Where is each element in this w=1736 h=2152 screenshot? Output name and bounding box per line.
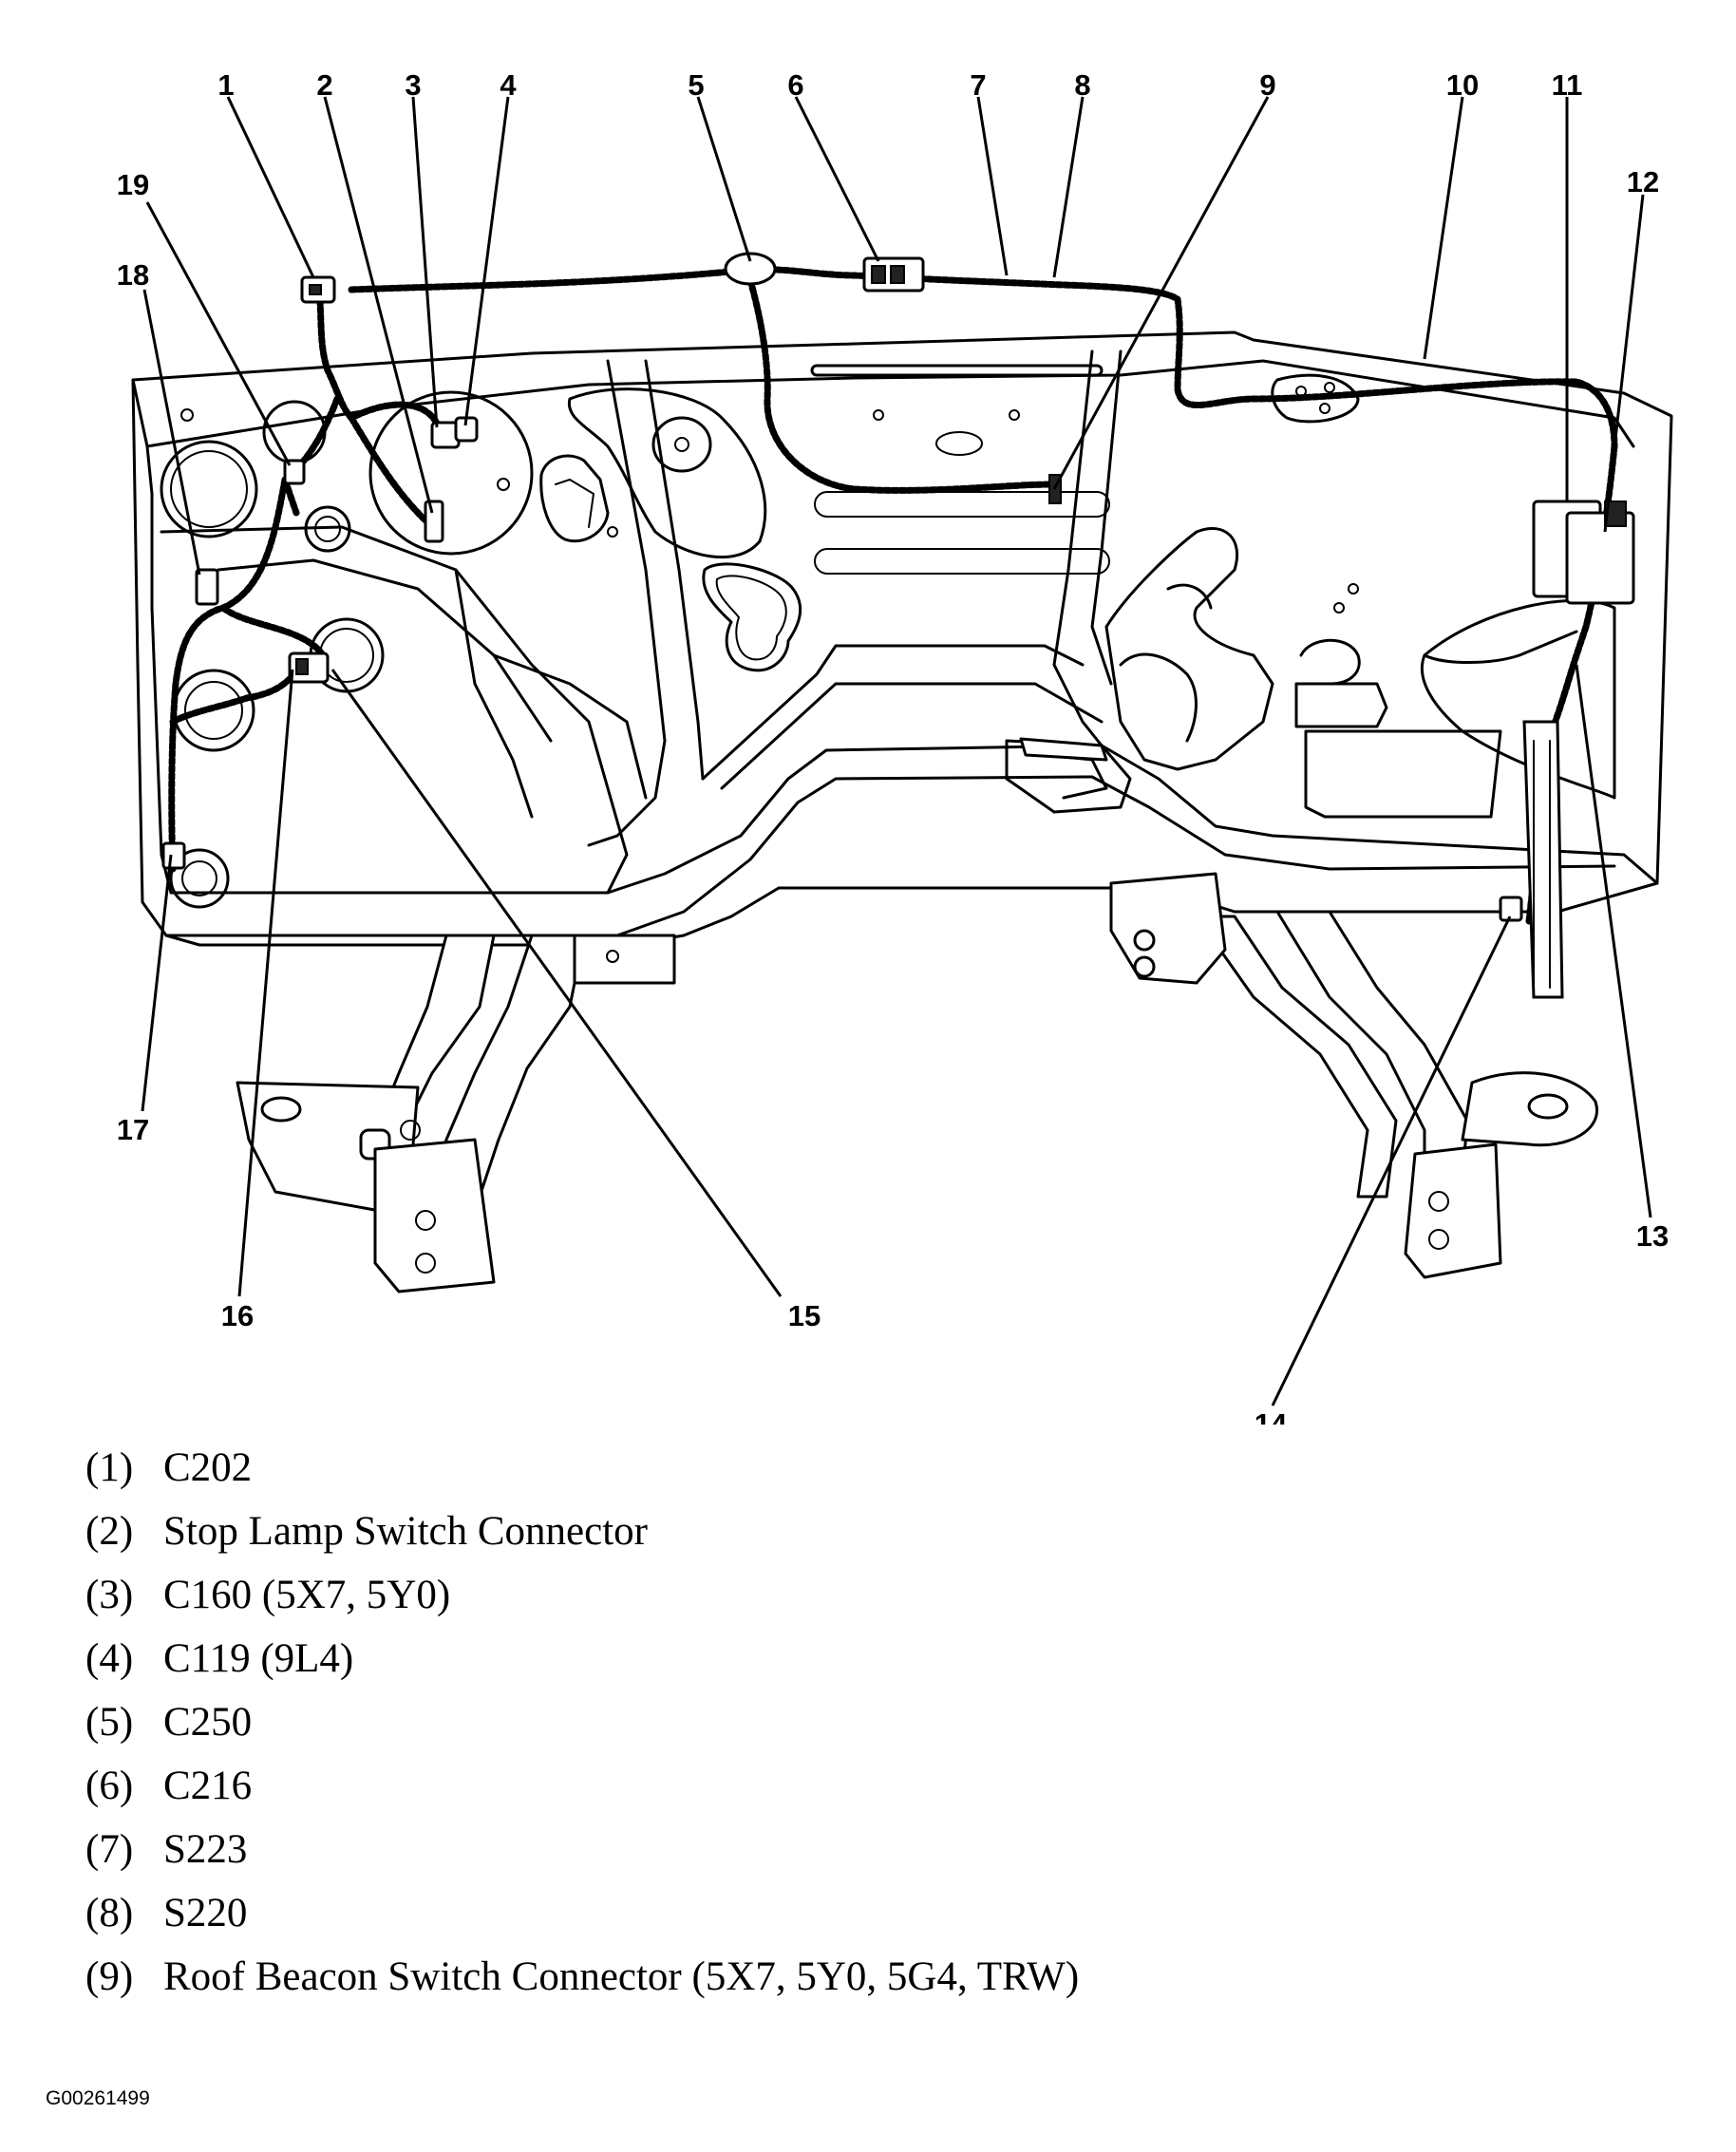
legend-text: C250 [163, 1700, 253, 1745]
legend-text: C216 [163, 1764, 253, 1808]
callout-4: 4 [500, 68, 517, 102]
callout-13: 13 [1636, 1219, 1669, 1253]
connector-c250 [724, 252, 777, 286]
legend-number: (3) [85, 1573, 134, 1617]
callout-15: 15 [788, 1299, 821, 1332]
legend-item: (1) C202 [85, 1436, 1700, 1500]
callout-3: 3 [405, 68, 421, 102]
legend-item: (2) Stop Lamp Switch Connector [85, 1500, 1700, 1563]
callout-10: 10 [1446, 68, 1479, 102]
legend-text: S220 [163, 1891, 248, 1935]
callout-numbers: 1 2 3 4 5 6 7 8 9 10 11 12 13 14 15 16 1… [117, 68, 1669, 1425]
callout-6: 6 [787, 68, 803, 102]
connector-19 [283, 459, 306, 485]
leader-lines [141, 96, 1652, 1406]
legend-text: C160 (5X7, 5Y0) [163, 1573, 451, 1617]
legend-text: S223 [163, 1827, 248, 1872]
legend-number: (2) [85, 1509, 134, 1554]
legend-item: (9) Roof Beacon Switch Connector (5X7, 5Y… [85, 1945, 1700, 2009]
legend-item: (3) C160 (5X7, 5Y0) [85, 1563, 1700, 1627]
callout-7: 7 [970, 68, 986, 102]
callout-16: 16 [221, 1299, 254, 1332]
callout-5: 5 [688, 68, 704, 102]
legend-item: (5) C250 [85, 1690, 1700, 1754]
wiring-location-diagram: 1 2 3 4 5 6 7 8 9 10 11 12 13 14 15 16 1… [117, 68, 1673, 1425]
connectors [161, 252, 1635, 999]
stop-lamp-switch-connector [424, 500, 444, 543]
legend-number: (8) [85, 1891, 134, 1935]
callout-17: 17 [117, 1113, 149, 1146]
frame-brackets [236, 737, 1599, 1293]
legend-number: (7) [85, 1827, 134, 1872]
callout-9: 9 [1259, 68, 1275, 102]
callout-12: 12 [1627, 165, 1659, 198]
connector-17 [161, 841, 186, 870]
legend-item: (4) C119 (9L4) [85, 1627, 1700, 1690]
dash-panel-body [131, 330, 1673, 947]
callout-8: 8 [1074, 68, 1090, 102]
legend-text: C119 (9L4) [163, 1636, 354, 1681]
legend-number: (5) [85, 1700, 134, 1745]
callout-19: 19 [117, 168, 149, 201]
legend-item: (8) S220 [85, 1881, 1700, 1945]
legend-number: (9) [85, 1954, 134, 1999]
legend-number: (1) [85, 1445, 134, 1490]
figure-id: G00261499 [46, 2087, 150, 2109]
legend: (1) C202 (2) Stop Lamp Switch Connector (3… [85, 1436, 1700, 2009]
callout-11: 11 [1552, 68, 1583, 102]
callout-18: 18 [117, 258, 149, 292]
legend-text: Roof Beacon Switch Connector (5X7, 5Y0, … [163, 1954, 1080, 1999]
legend-item: (7) S223 [85, 1818, 1700, 1881]
harness-bracket-14 [1522, 720, 1564, 999]
legend-number: (6) [85, 1764, 134, 1808]
legend-number: (4) [85, 1636, 134, 1681]
legend-text: Stop Lamp Switch Connector [163, 1509, 648, 1554]
callout-2: 2 [316, 68, 332, 102]
legend-text: C202 [163, 1445, 253, 1490]
callout-1: 1 [217, 68, 234, 102]
callout-14: 14 [1255, 1407, 1288, 1425]
legend-item: (6) C216 [85, 1754, 1700, 1818]
connector-18 [195, 568, 219, 606]
